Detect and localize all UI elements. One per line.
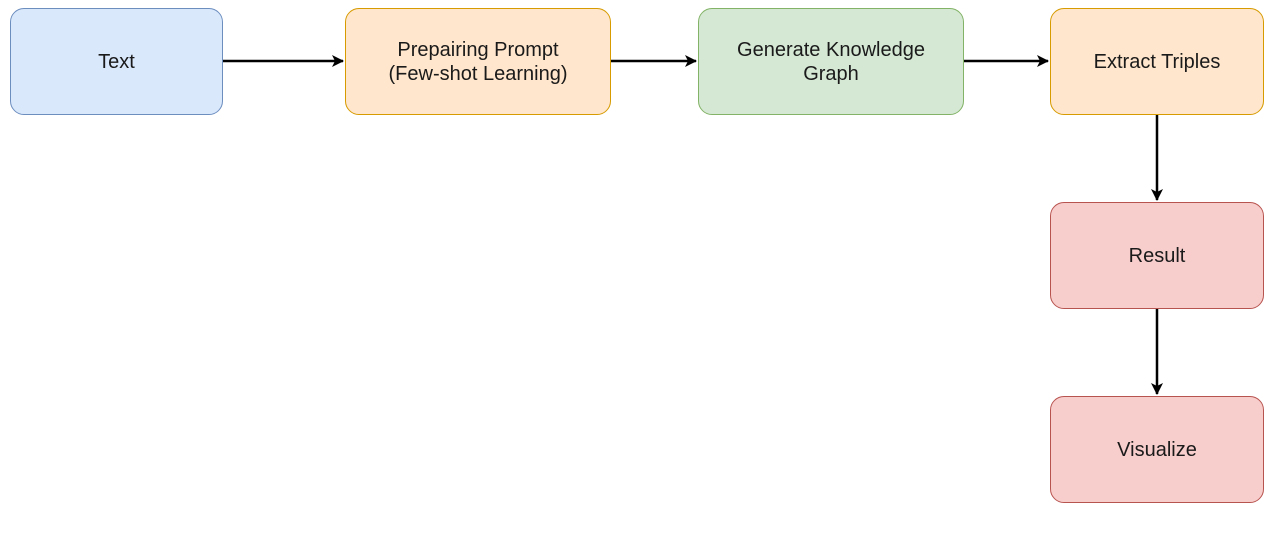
node-generate-knowledge-graph-label: Generate Knowledge Graph [737, 38, 925, 85]
node-extract-triples: Extract Triples [1050, 8, 1264, 115]
node-preparing-prompt: Prepairing Prompt (Few-shot Learning) [345, 8, 611, 115]
node-result: Result [1050, 202, 1264, 309]
node-text-label: Text [98, 50, 135, 73]
node-text: Text [10, 8, 223, 115]
node-visualize: Visualize [1050, 396, 1264, 503]
node-generate-knowledge-graph: Generate Knowledge Graph [698, 8, 964, 115]
node-result-label: Result [1128, 244, 1186, 267]
node-preparing-prompt-label: Prepairing Prompt (Few-shot Learning) [388, 38, 568, 85]
node-visualize-label: Visualize [1117, 438, 1197, 461]
node-extract-triples-label: Extract Triples [1093, 50, 1221, 73]
